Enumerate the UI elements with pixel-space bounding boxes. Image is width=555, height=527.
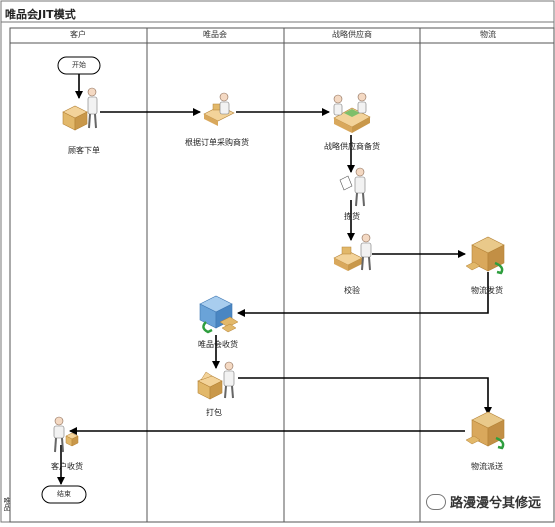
label-customer-receive: 客户收货	[51, 462, 83, 471]
label-purchase: 根据订单采购商货	[185, 138, 249, 147]
warehouse-delivery-icon	[465, 411, 505, 450]
diagram-title: 唯品会JIT模式	[5, 8, 76, 21]
watermark-text: 路漫漫兮其修远	[449, 496, 541, 511]
label-deliver: 物流派送	[471, 462, 503, 471]
end-label: 结束	[57, 490, 71, 498]
lane-title-customer: 客户	[70, 30, 86, 39]
label-prepare: 战略供应商备货	[324, 142, 380, 151]
pool-label: 唯品	[3, 497, 11, 511]
label-receive: 唯品会收货	[198, 340, 238, 349]
wechat-icon	[425, 493, 446, 510]
truck-receiving-icon	[199, 295, 239, 334]
lane-title-supplier: 战略供应商	[332, 30, 372, 39]
connectors	[57, 74, 492, 485]
clipboard-worker-icon	[339, 167, 366, 207]
meeting-table-icon	[333, 92, 371, 133]
label-pack: 打包	[206, 408, 222, 417]
lane-title-logistics: 物流	[480, 30, 496, 39]
label-pick: 拣货	[344, 212, 360, 221]
warehouse-shipping-icon	[465, 236, 505, 275]
label-check: 校验	[344, 286, 360, 295]
lane-title-vip: 唯品会	[203, 30, 227, 39]
start-label: 开始	[72, 61, 86, 69]
customer-receiving-icon	[53, 416, 79, 453]
flow-pack-to-deliver	[238, 377, 492, 415]
desk-worker-icon	[203, 92, 235, 126]
end-terminal	[41, 485, 87, 504]
label-ship: 物流发货	[471, 286, 503, 295]
label-order: 顾客下单	[68, 146, 100, 155]
pool-border	[9, 27, 555, 523]
inspection-cart-icon	[333, 233, 372, 271]
packing-worker-icon	[197, 361, 235, 400]
watermark: 路漫漫兮其修远	[425, 492, 541, 511]
flow-ship-to-receive	[237, 272, 489, 317]
person-with-boxes-icon	[62, 87, 98, 131]
